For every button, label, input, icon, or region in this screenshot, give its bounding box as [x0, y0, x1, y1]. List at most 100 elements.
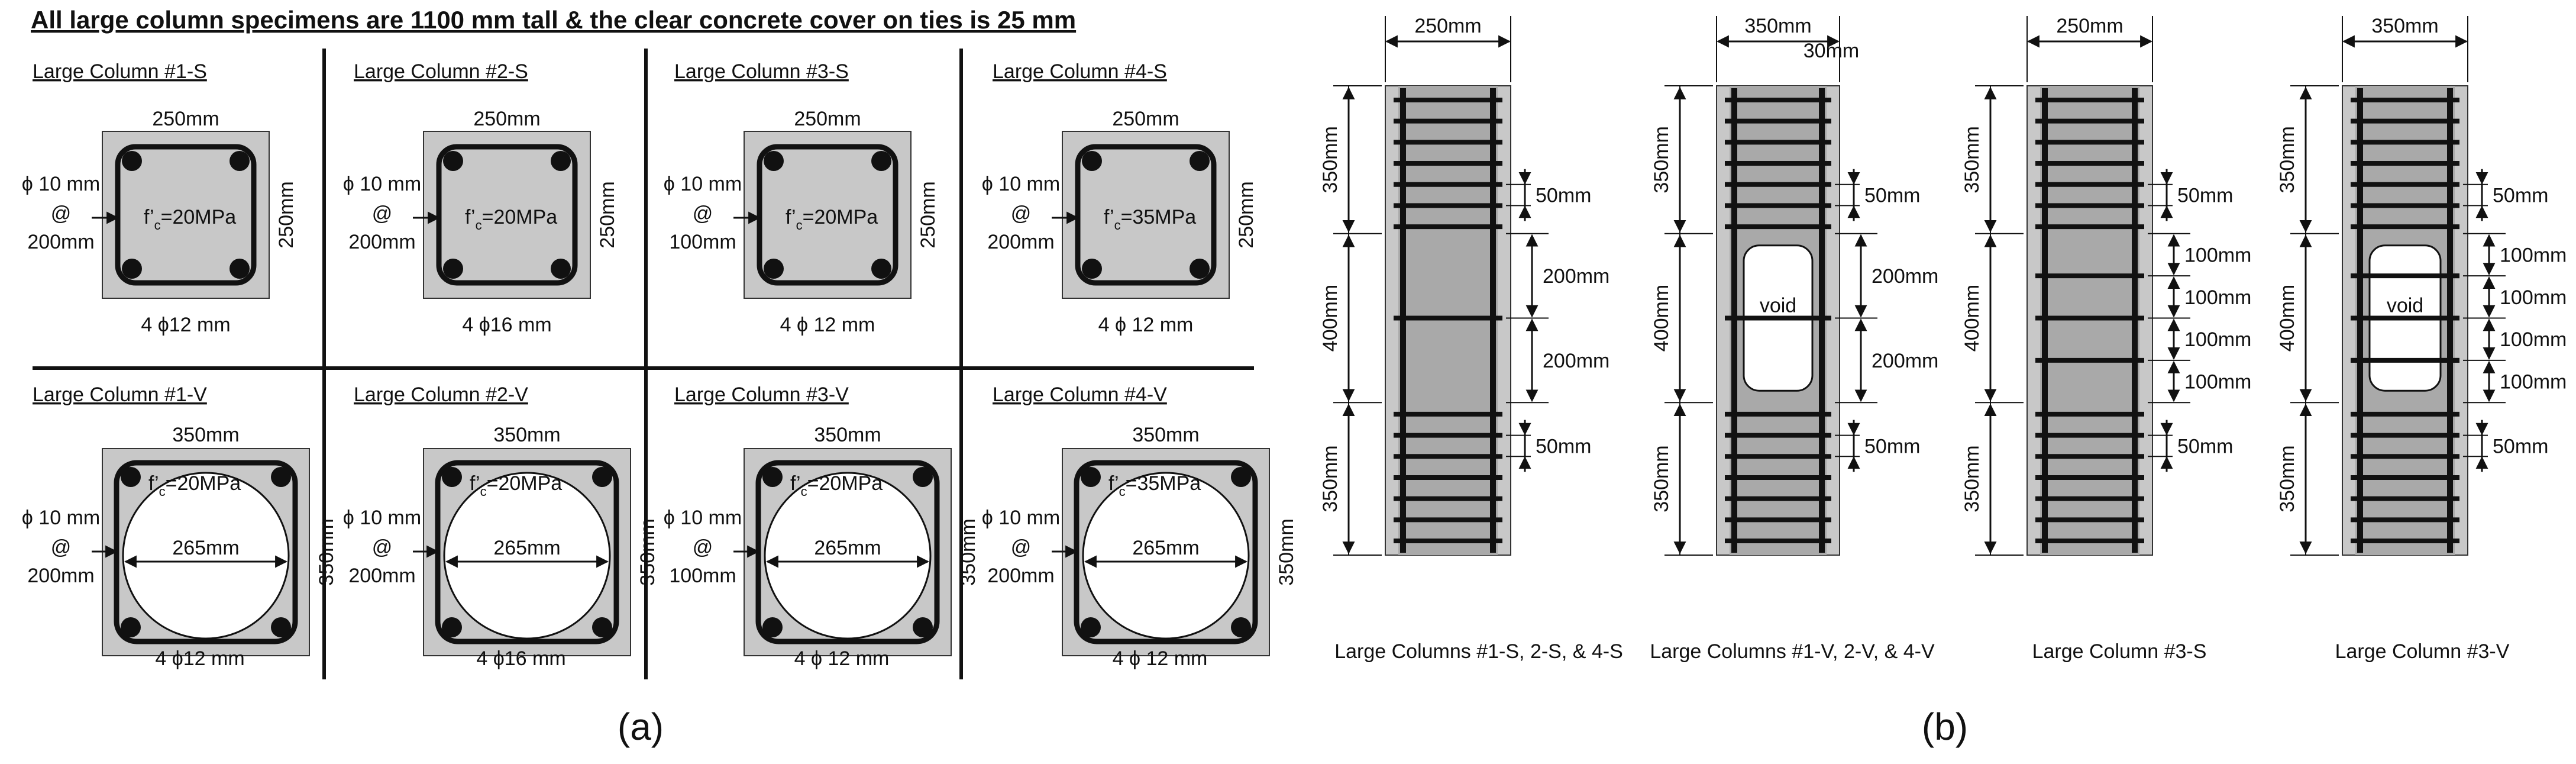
void-1-rebar-3 — [121, 617, 141, 637]
solid-2-strength-value: =20MPa — [482, 206, 558, 228]
elev-4-segment-top-label: 350mm — [2276, 126, 2299, 193]
solid-4-rebar-1 — [1082, 151, 1102, 171]
elev-3-segment-top-label: 350mm — [1961, 126, 1983, 193]
void-4-tie-at: @ — [1011, 536, 1032, 559]
solid-1-label: Large Column #1-S — [33, 60, 207, 83]
elev-1-segment-middle-label: 400mm — [1319, 285, 1342, 352]
elev-1-segment-bottom-label: 350mm — [1319, 445, 1342, 512]
elev-3-segment-bottom-label: 350mm — [1961, 445, 1983, 512]
solid-4-tie-spacing: 200mm — [987, 231, 1054, 253]
solid-3-tie-at: @ — [693, 202, 713, 225]
solid-3-height-label: 250mm — [917, 181, 939, 248]
column-elevation-4: 350mmvoid350mm400mm350mm50mm50mm100mm100… — [2276, 15, 2567, 663]
caption-b: (b) — [1922, 705, 1968, 748]
void-3-width-label: 350mm — [814, 424, 881, 446]
void-4-tie-size: ϕ 10 mm — [982, 507, 1060, 529]
solid-1-rebar-2 — [230, 151, 250, 171]
solid-4-strength-value: =35MPa — [1121, 206, 1197, 228]
void-1-tie-size: ϕ 10 mm — [22, 507, 100, 529]
solid-2-tie-size: ϕ 10 mm — [343, 173, 421, 195]
elev-1-caption: Large Columns #1-S, 2-S, & 4-S — [1334, 640, 1623, 663]
solid-2-rebar-2 — [551, 151, 571, 171]
solid-1-rebar-3 — [122, 259, 142, 279]
void-1-width-label: 350mm — [172, 424, 239, 446]
solid-1-tie-size: ϕ 10 mm — [22, 173, 100, 195]
void-2-rebar-2 — [592, 467, 612, 487]
solid-3-rebar-label: 4 ϕ 12 mm — [780, 314, 875, 336]
void-1-strength-subscript: c — [159, 484, 166, 499]
elev-3-mid-spacing-label-3: 100mm — [2184, 328, 2251, 351]
solid-2-rebar-1 — [443, 151, 463, 171]
elev-4-mid-spacing-label-3: 100mm — [2500, 328, 2567, 351]
column-elevation-2: 350mm30mmvoid350mm400mm350mm50mm50mm200m… — [1650, 15, 1938, 663]
void-2-height-label: 350mm — [636, 518, 659, 585]
solid-3-rebar-1 — [764, 151, 784, 171]
void-2-strength-prefix: f’ — [470, 472, 480, 495]
void-1-rebar-2 — [271, 467, 291, 487]
solid-2-strength-prefix: f’ — [465, 206, 476, 228]
void-3-height-label: 350mm — [957, 518, 980, 585]
solid-3-concrete-strength: f’c=20MPa — [786, 206, 878, 233]
solid-4-rebar-label: 4 ϕ 12 mm — [1098, 314, 1194, 336]
solid-1-height-label: 250mm — [275, 181, 298, 248]
solid-3-tie-spacing: 100mm — [669, 231, 736, 253]
solid-2-tie-spacing: 200mm — [348, 231, 415, 253]
elev-3-top-spacing-label: 50mm — [2177, 185, 2233, 207]
solid-1-strength-subscript: c — [154, 218, 161, 233]
solid-4-rebar-4 — [1190, 259, 1210, 279]
elev-4-caption: Large Column #3-V — [2335, 640, 2510, 663]
elev-1-bottom-spacing-label: 50mm — [1536, 435, 1591, 457]
elev-4-width-label: 350mm — [2371, 15, 2438, 37]
solid-3-strength-prefix: f’ — [786, 206, 796, 228]
void-4-label: Large Column #4-V — [993, 383, 1167, 406]
elev-3-mid-spacing-label-4: 100mm — [2184, 371, 2251, 394]
solid-1-tie-spacing: 200mm — [27, 231, 94, 253]
void-3-strength-value: =20MPa — [807, 472, 883, 495]
void-4-rebar-3 — [1081, 617, 1101, 637]
cross-section-panel: All large column specimens are 1100 mm t… — [22, 6, 1298, 748]
solid-1-rebar-4 — [230, 259, 250, 279]
elev-3-bottom-spacing-label: 50mm — [2177, 435, 2233, 457]
solid-2-tie-at: @ — [372, 202, 393, 225]
void-4-tie-spacing: 200mm — [987, 565, 1054, 587]
void-3-label: Large Column #3-V — [674, 383, 849, 406]
elev-1-width-label: 250mm — [1414, 15, 1481, 37]
elev-3-segment-middle-label: 400mm — [1961, 285, 1983, 352]
void-4-rebar-2 — [1231, 467, 1251, 487]
solid-2-rebar-4 — [551, 259, 571, 279]
void-1-height-label: 350mm — [315, 518, 338, 585]
void-1-concrete-strength: f’c=20MPa — [148, 472, 241, 499]
void-3-concrete-strength: f’c=20MPa — [790, 472, 883, 499]
void-2-width-label: 350mm — [493, 424, 560, 446]
elev-3-mid-spacing-label-2: 100mm — [2184, 286, 2251, 309]
void-4-concrete-strength: f’c=35MPa — [1108, 472, 1201, 499]
void-3-rebar-4 — [913, 617, 933, 637]
void-3-strength-subscript: c — [801, 484, 807, 499]
elev-2-cover-label: 30mm — [1803, 40, 1859, 62]
solid-1-rebar-1 — [122, 151, 142, 171]
column-elevation-1: 250mm350mm400mm350mm50mm50mm200mm200mmLa… — [1319, 15, 1623, 663]
void-4-void-diameter-label: 265mm — [1132, 537, 1199, 559]
elev-4-void-label: void — [2387, 295, 2423, 317]
elev-4-mid-spacing-label-2: 100mm — [2500, 286, 2567, 309]
elev-2-void-label: void — [1760, 295, 1796, 317]
solid-3-rebar-4 — [871, 259, 891, 279]
void-2-concrete-strength: f’c=20MPa — [470, 472, 562, 499]
void-1-tie-spacing: 200mm — [27, 565, 94, 587]
solid-3-rebar-3 — [764, 259, 784, 279]
void-3-rebar-label: 4 ϕ 12 mm — [794, 647, 890, 670]
solid-3-strength-value: =20MPa — [803, 206, 878, 228]
void-3-void-diameter-label: 265mm — [814, 537, 881, 559]
void-1-tie-at: @ — [51, 536, 72, 559]
elev-2-segment-middle-label: 400mm — [1650, 285, 1673, 352]
void-3-tie-size: ϕ 10 mm — [664, 507, 742, 529]
solid-1-strength-prefix: f’ — [144, 206, 154, 228]
solid-3-strength-subscript: c — [796, 218, 803, 233]
solid-1-tie-at: @ — [51, 202, 72, 225]
caption-a: (a) — [618, 705, 664, 748]
void-3-rebar-3 — [762, 617, 783, 637]
